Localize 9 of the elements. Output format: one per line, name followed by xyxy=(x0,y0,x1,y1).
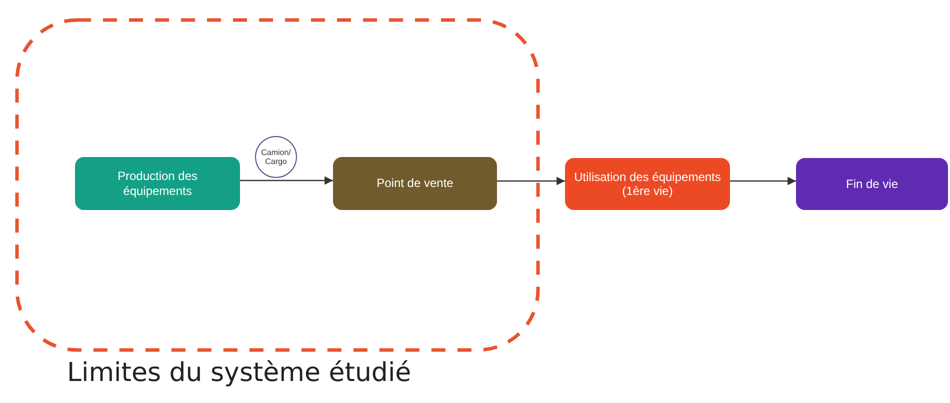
arrow xyxy=(240,176,333,185)
process-box: Fin de vie xyxy=(796,158,948,210)
transport-circle: Camion/ Cargo xyxy=(255,136,297,178)
process-box: Point de vente xyxy=(333,157,497,210)
boundary-label: Limites du système étudié xyxy=(67,358,412,388)
arrow xyxy=(497,176,565,186)
process-box: Production des équipements xyxy=(75,157,240,210)
arrow xyxy=(730,176,796,186)
process-box: Utilisation des équipements (1ère vie) xyxy=(565,158,730,210)
